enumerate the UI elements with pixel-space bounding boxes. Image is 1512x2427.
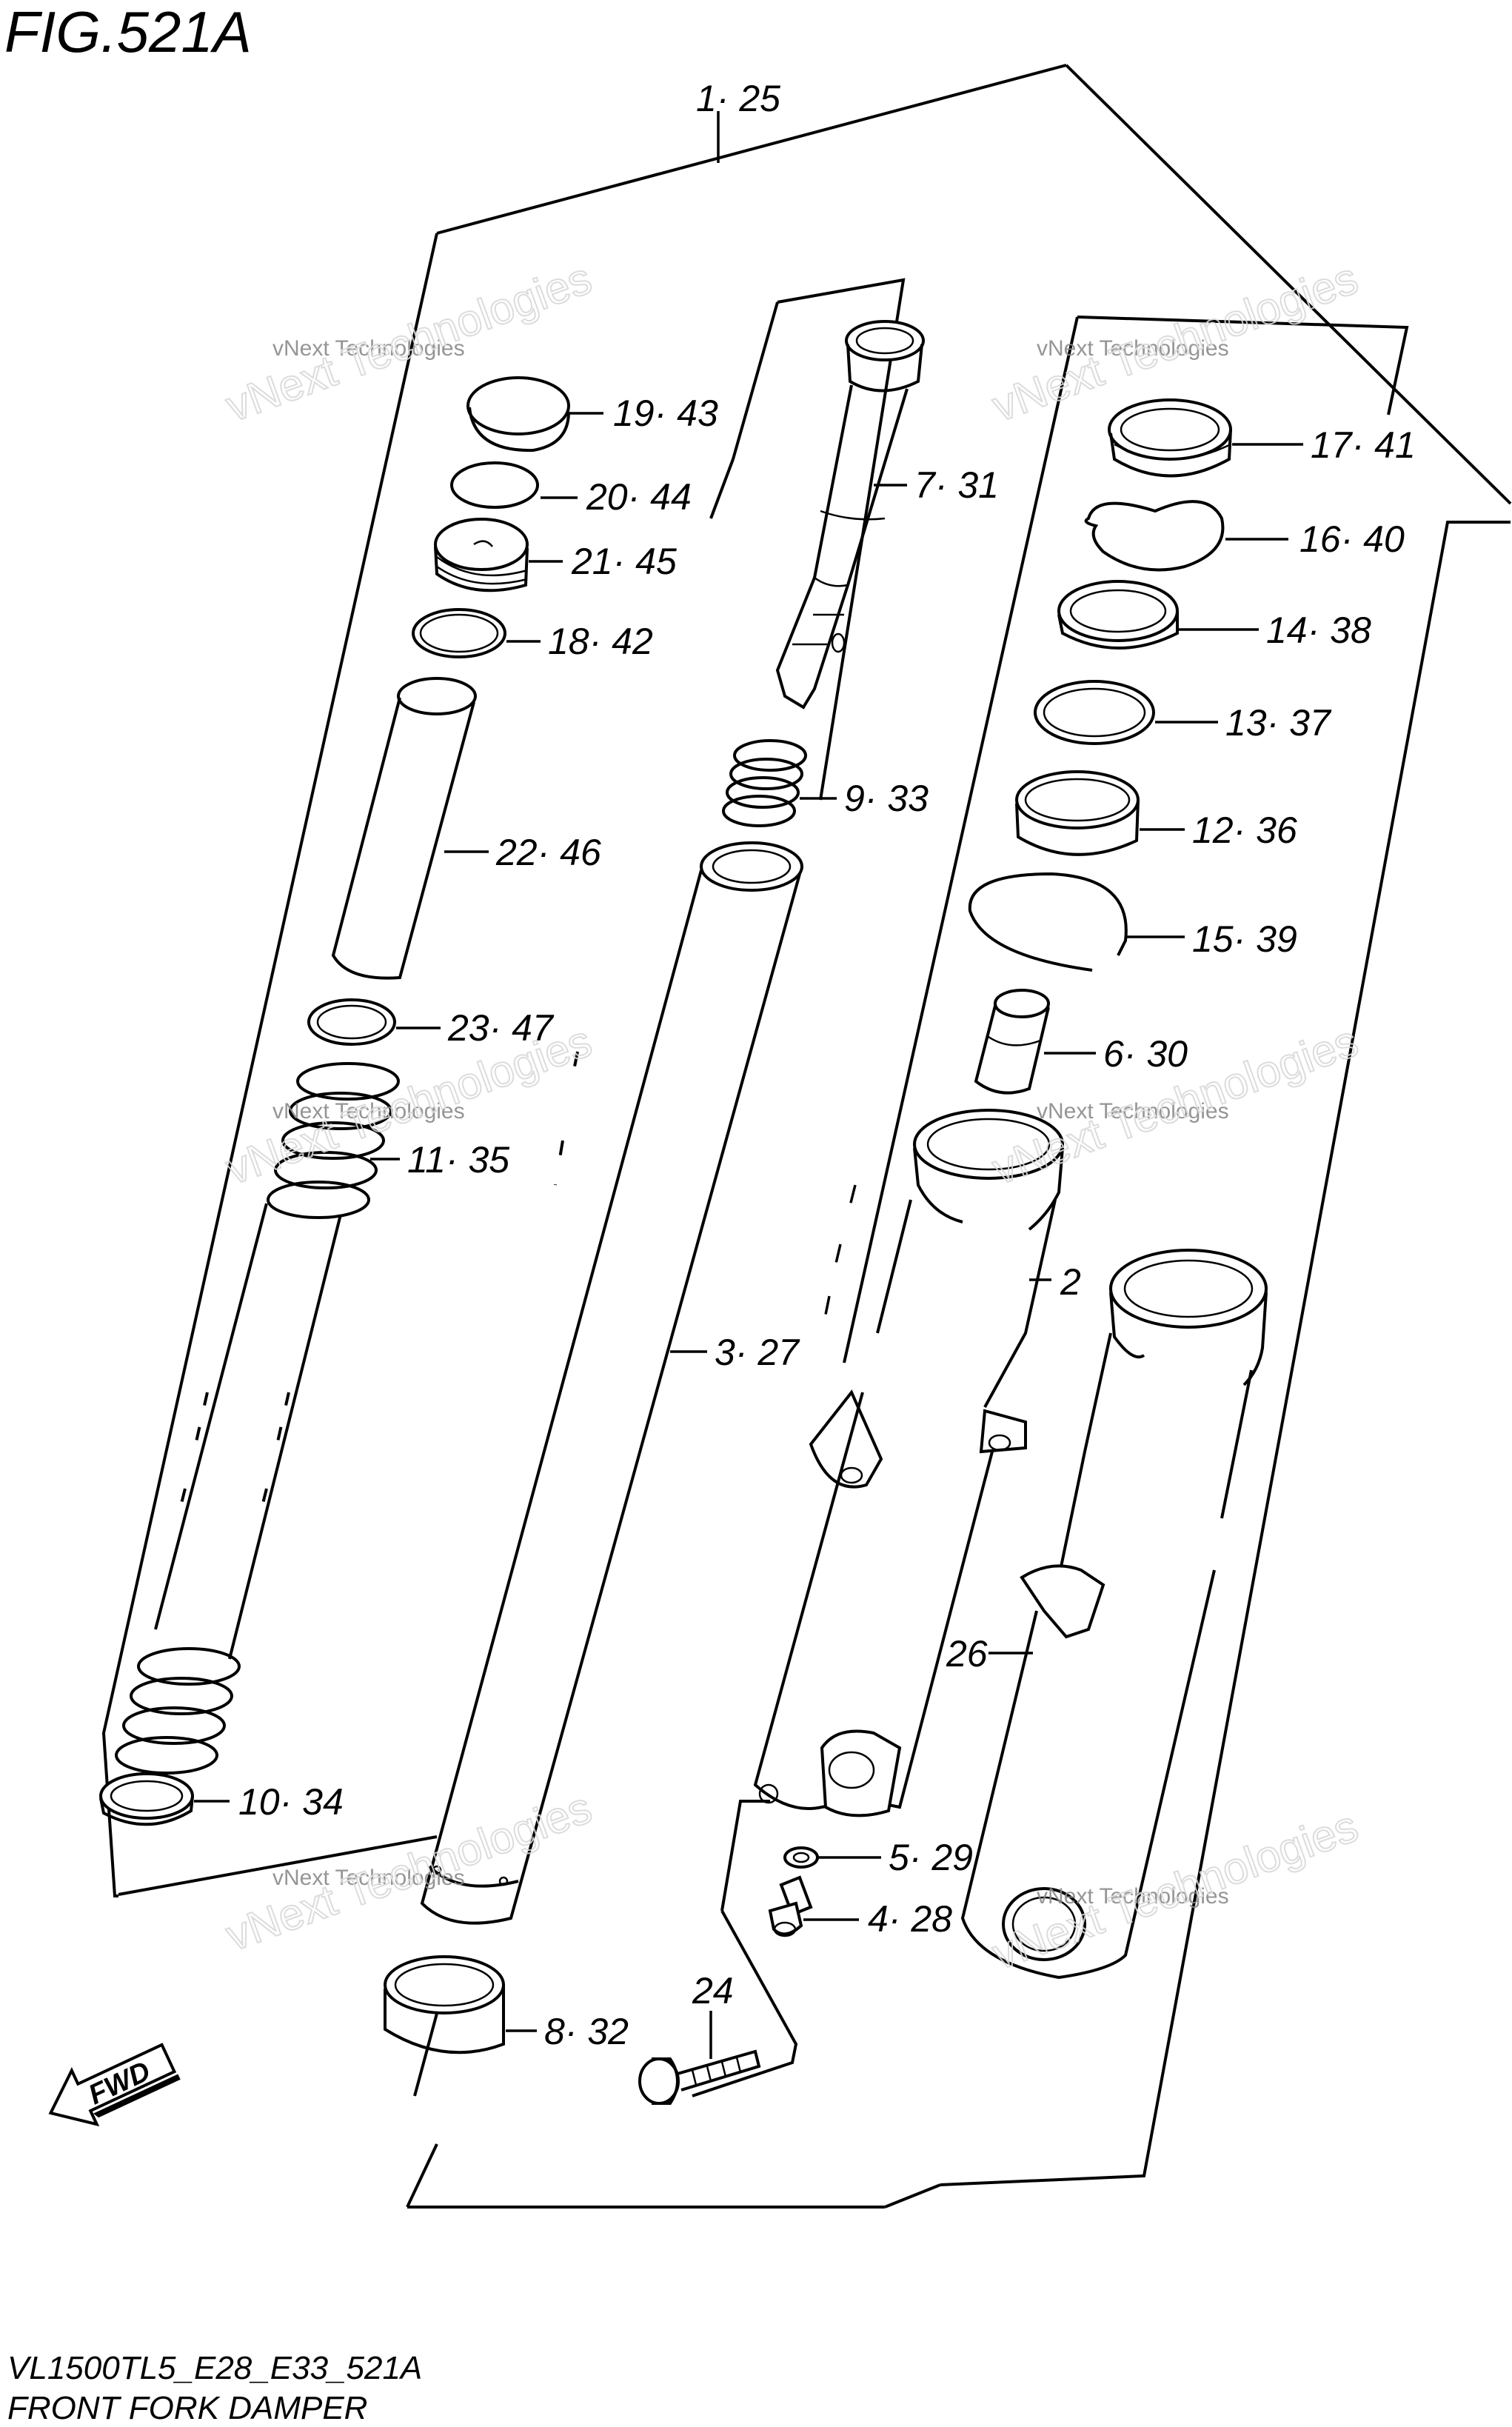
callout-13-37: 13· 37 [1225,702,1332,744]
callout-11-35: 11· 35 [407,1139,509,1181]
callout-5-29: 5· 29 [889,1837,973,1878]
callout-21-45: 21· 45 [571,541,677,582]
part-8-bushing [384,1955,537,2054]
callout-8-32: 8· 32 [544,2011,629,2052]
callout-18-42: 18· 42 [548,621,653,662]
part-19-cap [466,376,603,453]
part-4-bolt [768,1875,859,1937]
callout-7-31: 7· 31 [914,464,999,506]
part-17-dust-seal [1108,398,1303,478]
callout-15-39: 15· 39 [1192,918,1297,960]
callout-1-25: 1· 25 [696,78,780,119]
part-23-washer [307,998,441,1046]
assembly-boundary [101,64,1512,2209]
fwd-arrow-icon: FWD [48,2043,181,2127]
callout-4-28: 4· 28 [868,1898,952,1940]
callout-16-40: 16· 40 [1299,518,1405,560]
callout-19-43: 19· 43 [613,393,718,434]
part-15-snap-ring [968,872,1185,972]
model-code: VL1500TL5_E28_E33_521A [7,2350,422,2386]
watermark-text: vNext Technologies [272,1099,465,1124]
part-13-washer [1034,680,1218,745]
part-6-oil-lock-piece [974,989,1096,1095]
callout-22-46: 22· 46 [495,832,601,873]
part-12-guide-bushing [1015,770,1185,856]
part-26-outer-tube [960,1249,1268,1980]
watermark-text: vNext Technologies [272,336,465,361]
callout-3-27: 3· 27 [715,1332,800,1373]
part-2-outer-tube [753,1109,1064,1817]
callout-6-30: 6· 30 [1103,1033,1188,1075]
watermark-text: vNext Technologies [1037,1884,1229,1909]
part-5-washer [783,1846,881,1869]
callout-14-38: 14· 38 [1266,610,1371,651]
watermark-text: vNext Technologies [1037,1099,1229,1124]
callout-20-44: 20· 44 [586,476,692,518]
part-14-oil-seal [1057,580,1259,650]
callout-10-34: 10· 34 [238,1781,344,1823]
callout-9-33: 9· 33 [844,778,929,819]
callout-24: 24 [692,1970,734,2012]
part-18-o-ring [412,608,541,658]
part-21-cap-bolt [434,518,563,592]
callout-23-47: 23· 47 [447,1007,555,1049]
part-20-snap-ring [450,461,578,509]
figure-title: FIG.521A [4,0,252,64]
part-11-spring [115,1062,400,1775]
part-10-washer [99,1772,230,1826]
part-22-spacer [331,677,489,980]
callout-12-36: 12· 36 [1192,809,1297,851]
watermark-text: vNext Technologies [272,1866,465,1890]
part-16-stopper-ring [1084,500,1288,572]
part-9-rebound-spring [722,739,837,827]
part-3-inner-tube [420,841,803,1925]
diagram-caption: FRONT FORK DAMPER [7,2390,367,2426]
part-7-damper-rod [775,320,925,710]
part-24-bolt [638,2011,761,2105]
watermark-text: vNext Technologies [1037,336,1229,361]
callout-2: 2 [1060,1261,1081,1303]
watermarks: vNext Technologies vNext Technologies vN… [219,253,1365,1980]
callout-17-41: 17· 41 [1311,424,1416,466]
callout-26: 26 [946,1633,988,1675]
